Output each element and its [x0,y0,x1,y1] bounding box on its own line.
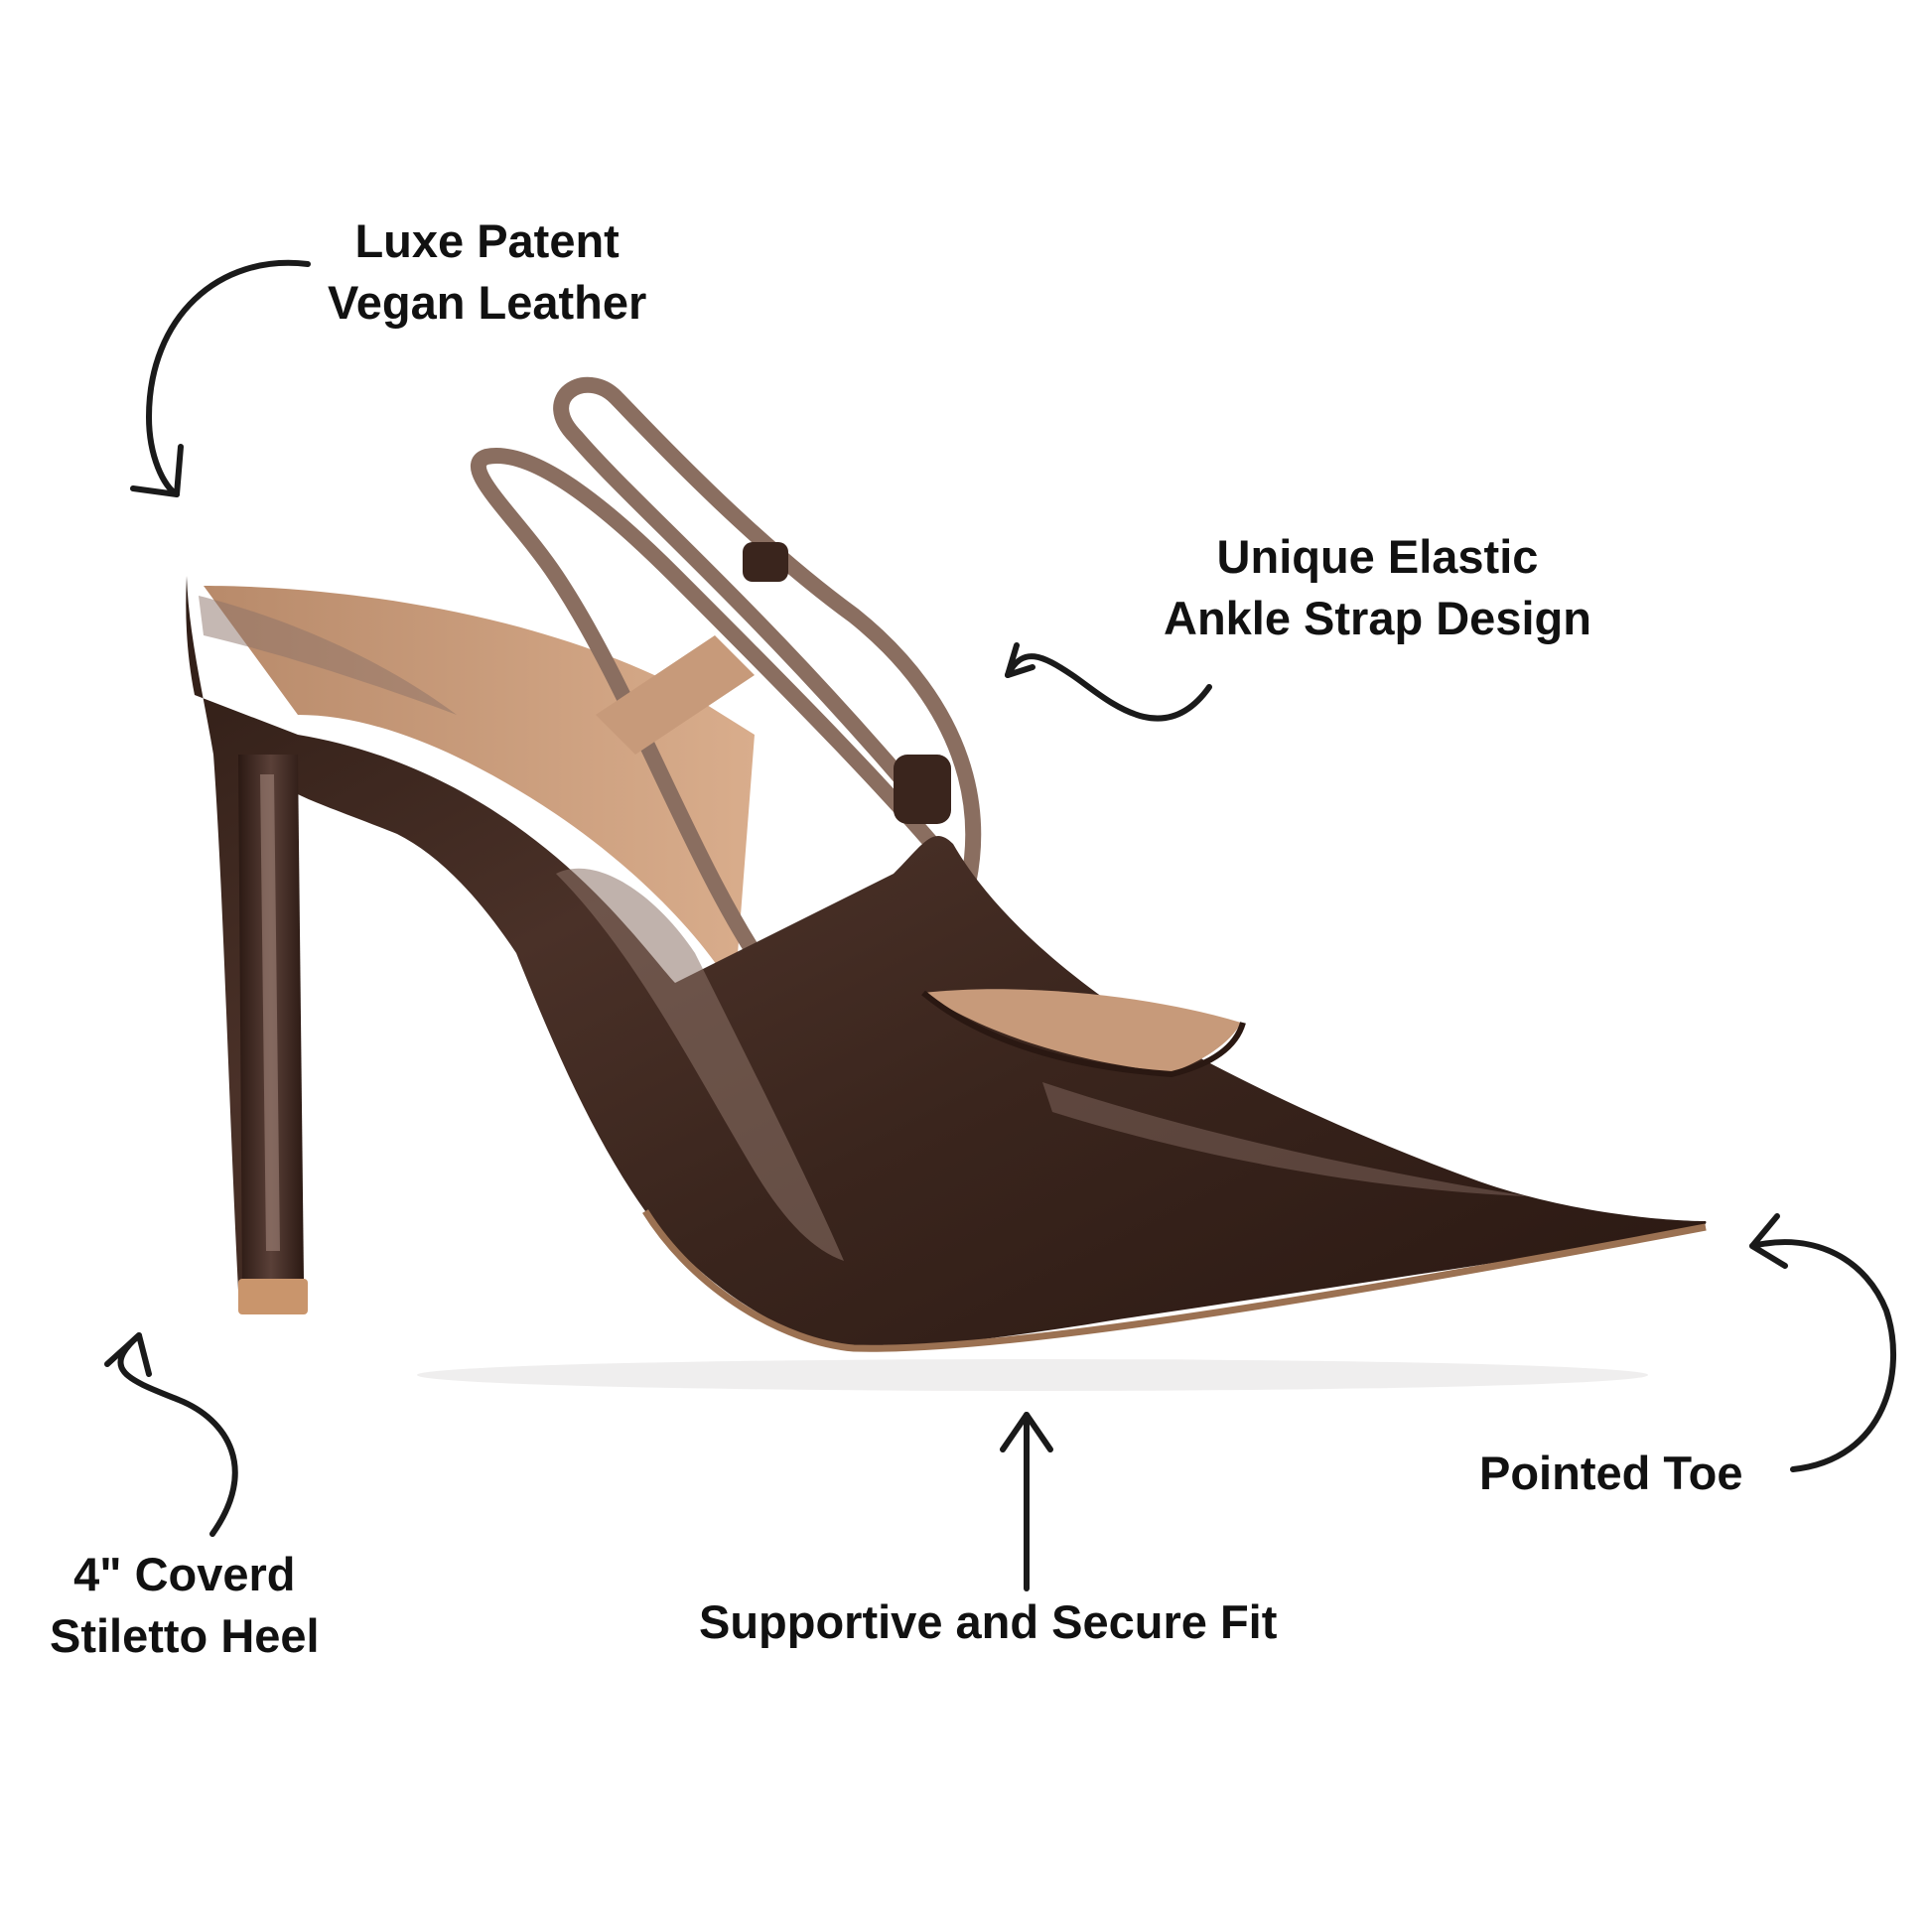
callout-heel-line1: 4" Coverd [73,1548,296,1600]
callout-toe: Pointed Toe [1479,1443,1742,1504]
callout-strap-line1: Unique Elastic [1216,530,1539,583]
callout-strap-line2: Ankle Strap Design [1164,592,1591,644]
callout-toe-line1: Pointed Toe [1479,1447,1743,1499]
strap-loop-lower [894,755,951,824]
sole-edge [642,1209,1707,1352]
shoe-shadow [417,1359,1648,1391]
callout-material-line1: Luxe Patent [354,214,620,267]
patent-highlight-heel [260,774,280,1251]
callout-fit: Supportive and Secure Fit [699,1591,1277,1653]
vamp-opening [923,989,1241,1072]
callout-heel: 4" Coverd Stiletto Heel [50,1544,320,1667]
patent-highlight [556,868,844,1261]
heel-tab-strap [596,635,755,755]
vamp-edge [921,990,1246,1078]
elastic-strap-back [471,448,981,991]
callout-material-line2: Vegan Leather [328,276,647,329]
callout-fit-line1: Supportive and Secure Fit [699,1595,1278,1648]
strap-loop-upper [743,542,788,582]
heel-tip [238,1279,308,1314]
callout-strap: Unique Elastic Ankle Strap Design [1164,526,1591,649]
shoe-upper [186,576,1707,1349]
elastic-strap-front [553,376,982,1011]
patent-highlight-counter [199,596,457,715]
callout-material: Luxe Patent Vegan Leather [328,210,646,334]
callout-heel-line2: Stiletto Heel [50,1609,320,1662]
